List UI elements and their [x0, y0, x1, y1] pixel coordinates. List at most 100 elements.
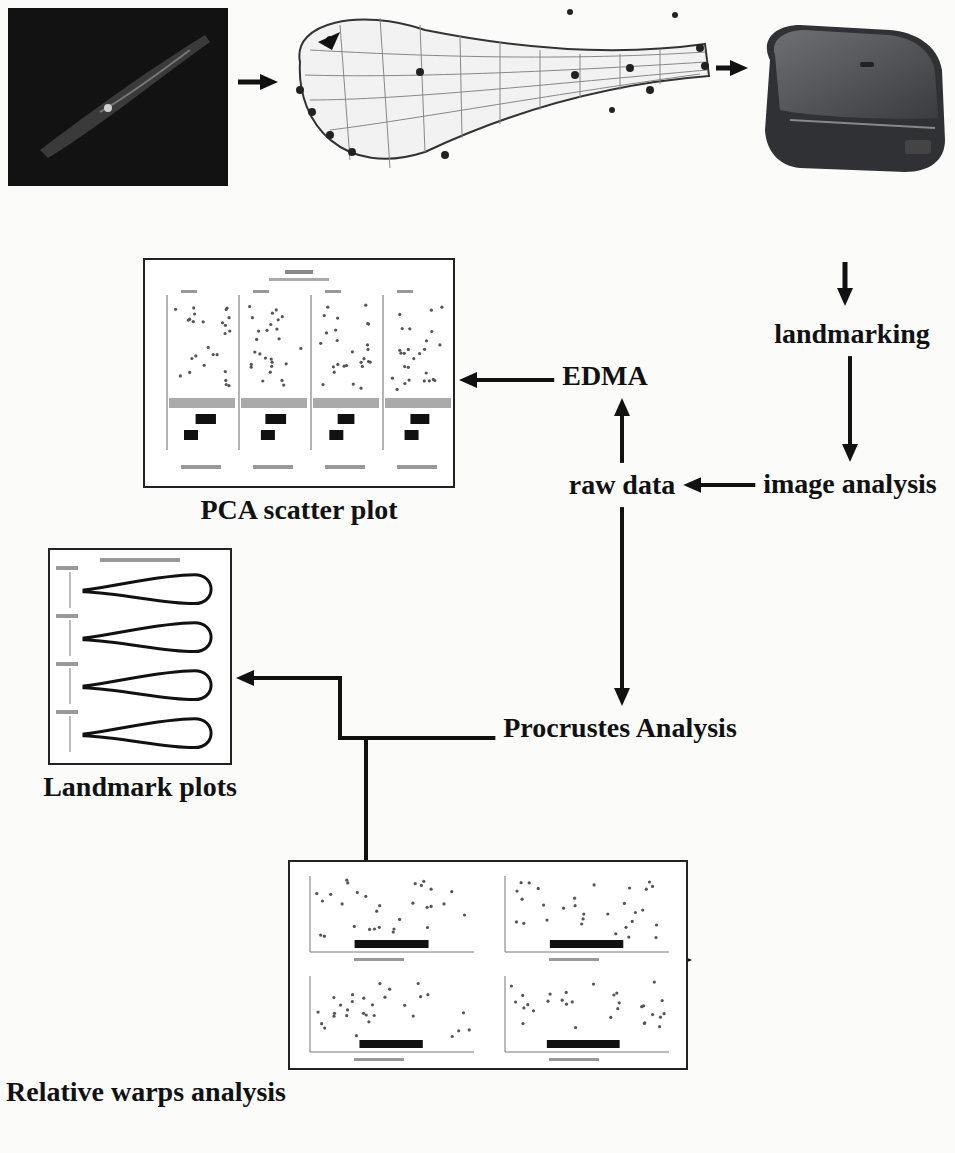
plot-dot [333, 1012, 336, 1015]
step-label: Procrustes Analysis [499, 710, 741, 746]
plot-dot [269, 323, 272, 326]
plot-dot [403, 365, 406, 368]
plot-dot [418, 352, 421, 355]
plot-dot [618, 1001, 621, 1004]
plot-dot [321, 383, 324, 386]
plot-dot [364, 304, 367, 307]
plot-axis [310, 876, 311, 952]
plot-dot [655, 923, 658, 926]
plot-bar [184, 430, 198, 440]
plot-frame: PCA scatter plot [143, 258, 455, 488]
plot-dot [333, 371, 336, 374]
plot-dot [319, 934, 322, 937]
plot-dot [343, 365, 346, 368]
plot-frame: Landmark plots [48, 548, 232, 765]
plot-dot [282, 384, 285, 387]
plot-dot [658, 1025, 661, 1028]
plot-dot [659, 1016, 662, 1019]
plot-dot [521, 898, 524, 901]
wing-outline [84, 719, 211, 748]
plot-dot [190, 357, 193, 360]
plot-thumbnail [145, 260, 453, 486]
plot-dot [359, 387, 362, 390]
plot-dot [227, 384, 230, 387]
plot-dot [225, 383, 228, 386]
plot-dot [174, 308, 177, 311]
plot-dot [373, 1014, 376, 1017]
plot-band [241, 398, 307, 408]
plot-caption: PCA scatter plot [201, 494, 398, 526]
flow-arrow [238, 80, 266, 85]
plot-label-mark [56, 662, 78, 666]
plot-dot [188, 371, 191, 374]
plot-dot [325, 331, 328, 334]
plot-dot [426, 993, 429, 996]
plot-dot [609, 1016, 612, 1019]
plot-dot [367, 1020, 370, 1023]
plot-dot [315, 892, 318, 895]
plot-dot [371, 1003, 374, 1006]
plot-dot [224, 379, 227, 382]
plot-dot [574, 1026, 577, 1029]
plot-dot [362, 997, 365, 1000]
plot-dot [407, 348, 410, 351]
plot-dot [332, 365, 335, 368]
plot-dot [414, 882, 417, 885]
plot-dot [319, 342, 322, 345]
plot-ticks [181, 465, 221, 469]
plot-dot [593, 883, 596, 886]
plot-axis [310, 976, 311, 1052]
plot-dot [366, 348, 369, 351]
plot-dot [450, 890, 453, 893]
wing-drawing [296, 9, 709, 168]
plot-dot [522, 922, 525, 925]
plot-dot [612, 993, 615, 996]
plot-frame: Relative warps analysis [288, 860, 688, 1070]
plot-bar [338, 414, 355, 424]
plot-axis [310, 952, 474, 953]
plot-dot [643, 1022, 646, 1025]
plot-caption: Landmark plots [43, 771, 237, 803]
plot-dot [440, 306, 443, 309]
plot-dot [192, 320, 195, 323]
plot-dot [336, 363, 339, 366]
plot-dot [438, 343, 441, 346]
step-text: EDMA [562, 360, 648, 392]
plot-dot [224, 324, 227, 327]
plot-dot [615, 992, 618, 995]
plot-dot [565, 991, 568, 994]
plot-bar [329, 430, 343, 440]
plot-bar [196, 414, 216, 424]
plot-bar [405, 430, 419, 440]
plot-dot [565, 1003, 568, 1006]
plot-dot [320, 1022, 323, 1025]
plot-axis [505, 952, 669, 953]
plot-dot [332, 1015, 335, 1018]
plot-dot [373, 927, 376, 930]
plot-dot [388, 988, 391, 991]
plot-dot [362, 1012, 365, 1015]
plot-dot [663, 1012, 666, 1015]
plot-dot [420, 884, 423, 887]
plot-dot [271, 361, 274, 364]
plot-dot [346, 1008, 349, 1011]
plot-dot [526, 1003, 529, 1006]
plot-dot [403, 352, 406, 355]
wing-outline [84, 671, 211, 700]
plot-dot [549, 993, 552, 996]
wing-outline [84, 575, 211, 604]
plot-dot [426, 926, 429, 929]
plot-thumbnail [50, 550, 230, 763]
plot-dot [339, 1004, 342, 1007]
plot-dot [225, 308, 228, 311]
plot-dot [355, 1034, 358, 1037]
plot-dot [643, 1021, 646, 1024]
plot-label-mark [56, 614, 78, 618]
plot-dot [326, 306, 329, 309]
plot-dot [277, 318, 280, 321]
plot-dot [361, 365, 364, 368]
plot-title-mark [397, 290, 413, 293]
plot-dot [606, 912, 609, 915]
plot-dot [212, 353, 215, 356]
plot-dot [401, 327, 404, 330]
